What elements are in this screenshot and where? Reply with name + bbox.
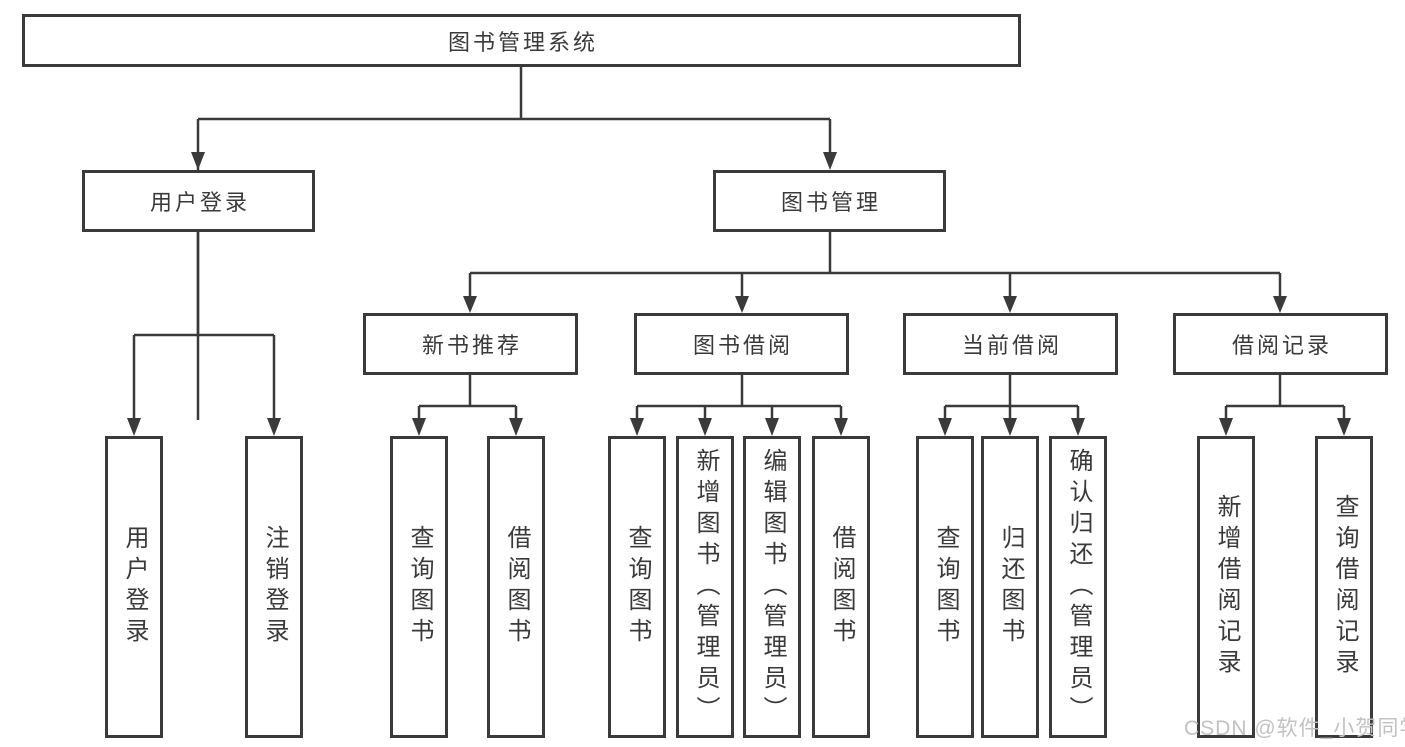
node-book-borrow: 图书借阅	[634, 313, 849, 375]
node-leaf-bb-query-label: 查询图书	[624, 525, 651, 649]
node-book-borrow-label: 图书借阅	[692, 333, 793, 358]
arrow-down-icon	[1003, 418, 1017, 436]
node-leaf-bb-add-label: 新增图书（管理员）	[692, 447, 719, 727]
node-root: 图书管理系统	[22, 14, 1021, 67]
arrow-down-icon	[735, 296, 749, 313]
arrow-down-icon	[463, 296, 477, 313]
node-leaf-nb-borrow: 借阅图书	[487, 436, 545, 738]
connector-new-books-to-leaves	[417, 375, 518, 420]
arrow-down-icon	[823, 152, 837, 170]
node-leaf-cb-confirm: 确认归还（管理员）	[1049, 436, 1107, 738]
node-leaf-br-add-label: 新增借阅记录	[1213, 494, 1240, 680]
node-leaf-cb-query: 查询图书	[916, 436, 974, 738]
node-borrow-records: 借阅记录	[1173, 313, 1388, 375]
arrow-down-icon	[1337, 418, 1351, 436]
node-leaf-br-add: 新增借阅记录	[1197, 436, 1255, 738]
node-leaf-cb-query-label: 查询图书	[932, 525, 959, 649]
connector-book-borrow-to-leaves	[635, 375, 843, 420]
node-leaf-bb-edit-label: 编辑图书（管理员）	[759, 447, 786, 727]
node-leaf-nb-query-label: 查询图书	[406, 525, 433, 649]
arrow-down-icon	[1003, 296, 1017, 313]
node-leaf-bb-add: 新增图书（管理员）	[676, 436, 734, 738]
node-leaf-bb-edit: 编辑图书（管理员）	[743, 436, 801, 738]
arrow-down-icon	[267, 418, 281, 436]
node-leaf-br-query-label: 查询借阅记录	[1331, 494, 1358, 680]
node-leaf-br-query: 查询借阅记录	[1315, 436, 1373, 738]
node-leaf-bb-borrow-label: 借阅图书	[828, 525, 855, 649]
node-leaf-cb-confirm-label: 确认归还（管理员）	[1065, 447, 1092, 727]
arrow-down-icon	[1273, 296, 1287, 313]
node-leaf-user-login-label: 用户登录	[121, 525, 148, 649]
connector-current-borrow-to-leaves	[943, 375, 1080, 420]
arrow-down-icon	[412, 418, 426, 436]
node-leaf-cb-return: 归还图书	[981, 436, 1039, 738]
node-current-borrow: 当前借阅	[903, 313, 1118, 375]
arrow-down-icon	[1219, 418, 1233, 436]
connector-root-to-level2	[196, 67, 832, 420]
arrow-down-icon	[938, 418, 952, 436]
node-leaf-logout-label: 注销登录	[261, 525, 288, 649]
node-current-borrow-label: 当前借阅	[961, 333, 1062, 358]
node-book-mgmt-label: 图书管理	[780, 190, 881, 215]
node-leaf-nb-borrow-label: 借阅图书	[503, 525, 530, 649]
node-leaf-bb-borrow: 借阅图书	[812, 436, 870, 738]
node-book-mgmt: 图书管理	[713, 170, 946, 232]
node-leaf-nb-query: 查询图书	[390, 436, 448, 738]
node-leaf-logout: 注销登录	[245, 436, 303, 738]
arrow-down-icon	[834, 418, 848, 436]
node-user-login-label: 用户登录	[149, 190, 250, 215]
node-new-books-label: 新书推荐	[421, 333, 522, 358]
node-borrow-records-label: 借阅记录	[1231, 333, 1332, 358]
connector-book-mgmt-to-level3	[468, 232, 1282, 298]
node-leaf-cb-return-label: 归还图书	[997, 525, 1024, 649]
connector-user-login-to-leaves	[132, 232, 276, 420]
arrow-down-icon	[127, 418, 141, 436]
arrow-down-icon	[765, 418, 779, 436]
arrow-down-icon	[191, 152, 205, 170]
connector-borrow-records-to-leaves	[1224, 375, 1346, 420]
node-user-login: 用户登录	[82, 170, 315, 232]
node-root-label: 图书管理系统	[447, 29, 598, 55]
node-new-books: 新书推荐	[363, 313, 578, 375]
arrow-down-icon	[698, 418, 712, 436]
arrow-down-icon	[1071, 418, 1085, 436]
node-leaf-bb-query: 查询图书	[608, 436, 666, 738]
arrow-down-icons	[127, 152, 1351, 436]
arrow-down-icon	[630, 418, 644, 436]
node-leaf-user-login: 用户登录	[105, 436, 163, 738]
arrow-down-icon	[509, 418, 523, 436]
watermark: CSDN @软件_小贺同学	[1184, 717, 1405, 740]
